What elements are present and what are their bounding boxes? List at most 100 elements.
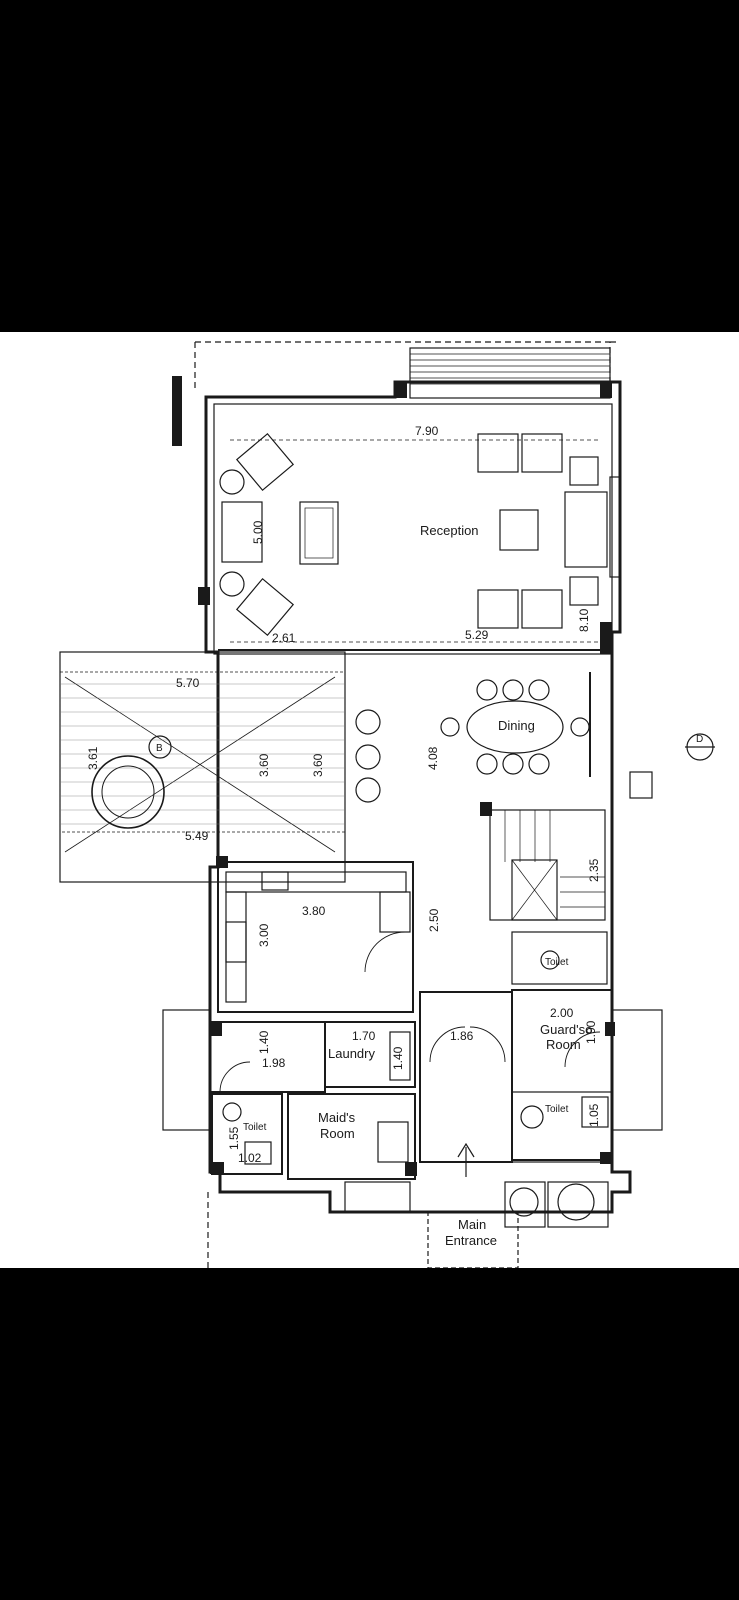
section-marker-b: B bbox=[156, 743, 163, 754]
dim-dining-depth: 4.08 bbox=[426, 746, 440, 770]
wall-hatching bbox=[172, 376, 615, 1176]
dim-reception-side: 8.10 bbox=[577, 608, 591, 632]
dining-chair bbox=[476, 753, 498, 775]
armchair bbox=[521, 589, 563, 629]
exterior-wall-inner bbox=[213, 403, 613, 655]
kitchen-island bbox=[379, 891, 411, 933]
pergola-inner bbox=[59, 671, 346, 833]
toilet-bowl bbox=[520, 1105, 544, 1129]
bed bbox=[377, 1121, 409, 1163]
center-table bbox=[499, 509, 539, 551]
section-marker-b-icon bbox=[148, 735, 172, 759]
dim-toilet-width: 1.02 bbox=[238, 1151, 262, 1165]
kitchen-door bbox=[364, 931, 406, 973]
left-toilet bbox=[211, 1093, 283, 1175]
side-table bbox=[569, 456, 599, 486]
maids-room bbox=[287, 1093, 416, 1180]
dining-chair bbox=[502, 753, 524, 775]
main-entrance-label-2: Entrance bbox=[445, 1233, 497, 1248]
dim-terrace-width: 5.70 bbox=[176, 676, 200, 690]
service-steps bbox=[344, 1181, 411, 1213]
dim-reception-left: 2.61 bbox=[272, 631, 296, 645]
dim-guard-depth: 1.90 bbox=[584, 1020, 598, 1044]
dim-reception-width: 7.90 bbox=[415, 424, 439, 438]
armchair bbox=[521, 433, 563, 473]
kitchen-counter bbox=[225, 871, 407, 893]
room-label-toilet-right: Toilet bbox=[545, 1104, 569, 1115]
dimension-labels: 7.90 5.00 2.61 5.29 8.10 5.70 3.61 3.60 … bbox=[86, 424, 601, 1165]
side-table bbox=[219, 469, 245, 495]
guard-room-door bbox=[564, 1031, 601, 1068]
dim-terrace-inner-2: 3.60 bbox=[311, 753, 325, 777]
room-label-guards-room: Guard'so bbox=[540, 1022, 592, 1037]
dim-guard-width: 2.00 bbox=[550, 1006, 574, 1020]
side-table bbox=[219, 571, 245, 597]
room-label-maids-room-2: Room bbox=[320, 1126, 355, 1141]
column-marker bbox=[629, 771, 653, 799]
armchair bbox=[477, 433, 519, 473]
dining-chair bbox=[502, 679, 524, 701]
dining-chair bbox=[528, 679, 550, 701]
washing-machine bbox=[389, 1031, 411, 1081]
room-label-toilet-left: Toilet bbox=[243, 1122, 267, 1133]
kitchen-counter bbox=[225, 891, 247, 1003]
entrance-arrow-head bbox=[457, 1142, 475, 1158]
dining-chair bbox=[570, 717, 590, 737]
dim-hall-depth: 2.50 bbox=[427, 908, 441, 932]
terrace-decking bbox=[60, 683, 345, 825]
left-courtyard bbox=[162, 1009, 211, 1131]
coffee-table bbox=[299, 501, 339, 565]
dim-passage-width: 1.98 bbox=[262, 1056, 286, 1070]
sofa-right bbox=[564, 491, 608, 568]
tree-icon bbox=[91, 755, 165, 829]
shower-tray bbox=[581, 1096, 609, 1128]
stool bbox=[355, 777, 381, 803]
room-label-dining: Dining bbox=[498, 718, 535, 733]
tree-icon bbox=[557, 1183, 595, 1221]
dining-chair bbox=[440, 717, 460, 737]
section-marker-d: D bbox=[696, 734, 703, 745]
room-label-laundry: Laundry bbox=[328, 1046, 375, 1061]
planter bbox=[504, 1181, 546, 1228]
sofa-left bbox=[221, 501, 263, 563]
armchair bbox=[477, 589, 519, 629]
toilet-bowl bbox=[222, 1102, 242, 1122]
planter bbox=[547, 1181, 609, 1228]
site-boundary bbox=[195, 341, 618, 392]
room-label-guards-room-2: Room bbox=[546, 1037, 581, 1052]
passage-door bbox=[219, 1061, 251, 1093]
main-entrance-label: Main bbox=[458, 1217, 486, 1232]
tree-icon bbox=[509, 1187, 539, 1217]
dining-chair bbox=[528, 753, 550, 775]
stove bbox=[225, 921, 247, 963]
dim-stair-width: 2.35 bbox=[587, 858, 601, 882]
dim-terrace-depth: 3.61 bbox=[86, 746, 100, 770]
dim-terrace-inner: 3.60 bbox=[257, 753, 271, 777]
dim-laundry-width: 1.70 bbox=[352, 1029, 376, 1043]
top-planter bbox=[409, 347, 611, 399]
entry-hall bbox=[419, 991, 513, 1163]
room-labels: Reception Dining Laundry Maid's Room Gua… bbox=[156, 523, 703, 1248]
side-table bbox=[569, 576, 599, 606]
room-label-toilet-stair: Toilet bbox=[545, 957, 569, 968]
dim-entry-width: 1.86 bbox=[450, 1029, 474, 1043]
entry-door-right bbox=[469, 1026, 506, 1063]
dim-passage-depth: 1.40 bbox=[257, 1030, 271, 1054]
dining-chair bbox=[476, 679, 498, 701]
stair-void bbox=[511, 859, 558, 921]
floor-plan-drawing: Reception Dining Laundry Maid's Room Gua… bbox=[59, 341, 715, 1268]
room-label-reception: Reception bbox=[420, 523, 479, 538]
armchair bbox=[235, 577, 295, 637]
kitchen-sink bbox=[261, 871, 289, 891]
stool bbox=[355, 744, 381, 770]
stair-treads bbox=[504, 810, 605, 908]
exterior-wall bbox=[204, 380, 632, 1214]
dim-toilet-right-depth: 1.05 bbox=[587, 1103, 601, 1127]
dim-kitchen-depth: 3.00 bbox=[257, 923, 271, 947]
stool bbox=[355, 709, 381, 735]
dim-laundry-depth: 1.40 bbox=[391, 1046, 405, 1070]
armchair bbox=[235, 432, 295, 492]
dim-terrace-bottom: 5.49 bbox=[185, 829, 209, 843]
tree-icon bbox=[101, 765, 155, 819]
shower-tray bbox=[244, 1141, 272, 1165]
